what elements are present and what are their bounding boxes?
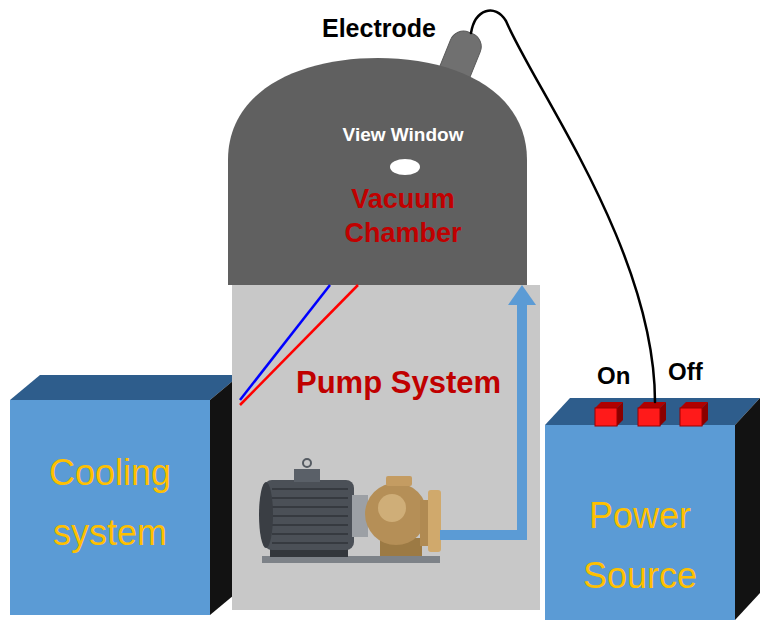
pump-head — [365, 476, 441, 556]
pump-neck — [420, 500, 432, 546]
off-label: Off — [668, 358, 703, 386]
button-side — [660, 402, 666, 426]
motor-fin — [272, 497, 348, 499]
motor-fin — [272, 506, 348, 508]
power-button — [638, 408, 660, 426]
pump-base — [262, 556, 440, 563]
pump-system-box: Pump System — [232, 285, 540, 610]
box-top — [545, 398, 760, 425]
box-front — [10, 400, 210, 615]
box-side — [735, 398, 760, 620]
view-window — [390, 159, 420, 175]
vacuum-chamber: View WindowVacuum Chamber — [228, 56, 527, 285]
motor-fin — [272, 533, 348, 535]
cooling-system-box-outline — [10, 375, 240, 615]
pump-label: Pump System — [296, 365, 501, 401]
on-label: On — [597, 362, 630, 390]
coolant-line-blue-line — [240, 285, 330, 400]
pump-flow-arrow — [440, 285, 536, 535]
pump-outlet-flange — [428, 490, 441, 552]
motor-fin — [272, 515, 348, 517]
motor-fins — [272, 489, 348, 543]
coolant-line-blue — [240, 285, 330, 400]
power-button — [680, 408, 702, 426]
eye-bolt — [303, 459, 311, 467]
chamber-label: Vacuum Chamber — [333, 182, 473, 250]
motor-body — [264, 480, 354, 550]
motor-fin — [272, 488, 348, 490]
pump-top-flange — [386, 476, 412, 486]
motor-end-cap — [259, 482, 273, 548]
power-source-box: Power Source — [545, 398, 760, 620]
pump-foot — [380, 538, 422, 556]
window-label: View Window — [323, 124, 483, 146]
arrow-head — [508, 285, 536, 305]
coolant-line-red — [240, 285, 358, 405]
motor-fin — [272, 542, 348, 544]
cooling-label: Cooling system — [25, 443, 195, 563]
pump-flow-arrow-line — [440, 301, 522, 535]
box-top — [10, 375, 240, 400]
power-cable-line — [471, 11, 655, 402]
power-label: Power Source — [555, 486, 725, 606]
cooling-system-box: Cooling system — [10, 375, 240, 615]
terminal-box — [294, 469, 320, 482]
power-cable — [471, 11, 655, 402]
electrode-label: Electrode — [322, 14, 436, 43]
vacuum-chamber-outline — [228, 56, 527, 285]
power-button — [595, 408, 617, 426]
pump-motor — [259, 459, 440, 563]
button-side — [617, 402, 623, 426]
pump-highlight — [378, 494, 406, 522]
button-side — [702, 402, 708, 426]
motor-fin — [272, 524, 348, 526]
motor-coupling — [352, 495, 368, 537]
box-front — [545, 425, 735, 620]
chamber-dome — [228, 58, 527, 285]
coolant-line-red-line — [240, 285, 358, 405]
pump-volute — [365, 483, 427, 545]
motor-feet — [270, 548, 348, 557]
